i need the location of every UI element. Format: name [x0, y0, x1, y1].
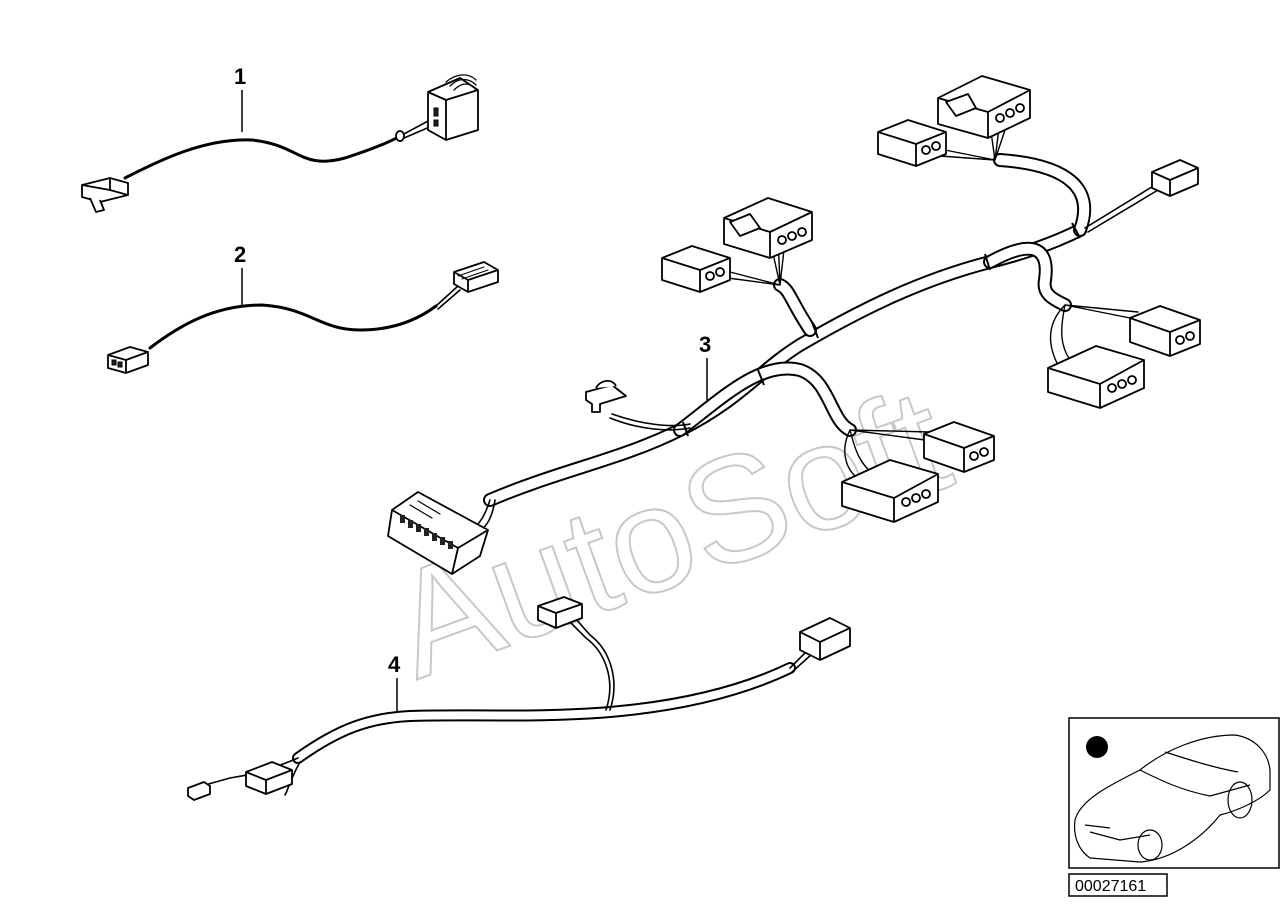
connector-pair-upper-right [877, 75, 1031, 167]
vehicle-location-thumbnail: 00027161 [1068, 717, 1280, 897]
small-plug-3 [1151, 159, 1199, 197]
fanout-upper-left [727, 231, 787, 286]
fanout-right [1049, 304, 1141, 366]
reference-number-box [1068, 873, 1168, 897]
plug-connector-4a [537, 596, 583, 629]
main-block-connector [387, 491, 489, 575]
mounting-clip-3 [585, 380, 627, 413]
plug-connector-4b [799, 617, 851, 661]
fanout-upper-right [939, 114, 1011, 161]
fanout-lower [844, 429, 931, 481]
callout-3: 3 [699, 332, 711, 357]
sensor-connector-1 [427, 74, 479, 141]
callout-4: 4 [388, 652, 401, 677]
wire-3-to-clip [609, 413, 691, 431]
plug-connector-2b [107, 346, 149, 374]
socket-connector-2a [453, 261, 499, 293]
callout-2: 2 [234, 242, 246, 267]
wire-2 [148, 303, 438, 350]
connector-pair-lower [841, 421, 995, 523]
wire-2-split [435, 285, 461, 310]
plug-connector-4c [245, 761, 293, 795]
small-pin-4d [187, 781, 211, 801]
harness-part-3: 3 [387, 75, 1201, 575]
harness-part-1: 1 [81, 64, 479, 213]
harness-part-4: 4 [187, 596, 851, 801]
location-dot-icon [1086, 736, 1108, 758]
wire-4-branch-up [569, 617, 615, 711]
reference-number: 00027161 [1075, 878, 1146, 895]
plug-connector-1 [81, 177, 129, 213]
wire-1-sleeve [395, 130, 405, 142]
harness-part-2: 2 [107, 242, 499, 374]
connector-pair-right [1047, 305, 1201, 409]
car-outline-icon [1073, 734, 1271, 863]
wire-1 [123, 133, 404, 180]
callout-1: 1 [234, 64, 246, 89]
connector-pair-upper-left [661, 197, 813, 293]
wire-3-to-small-plug [1084, 184, 1159, 233]
